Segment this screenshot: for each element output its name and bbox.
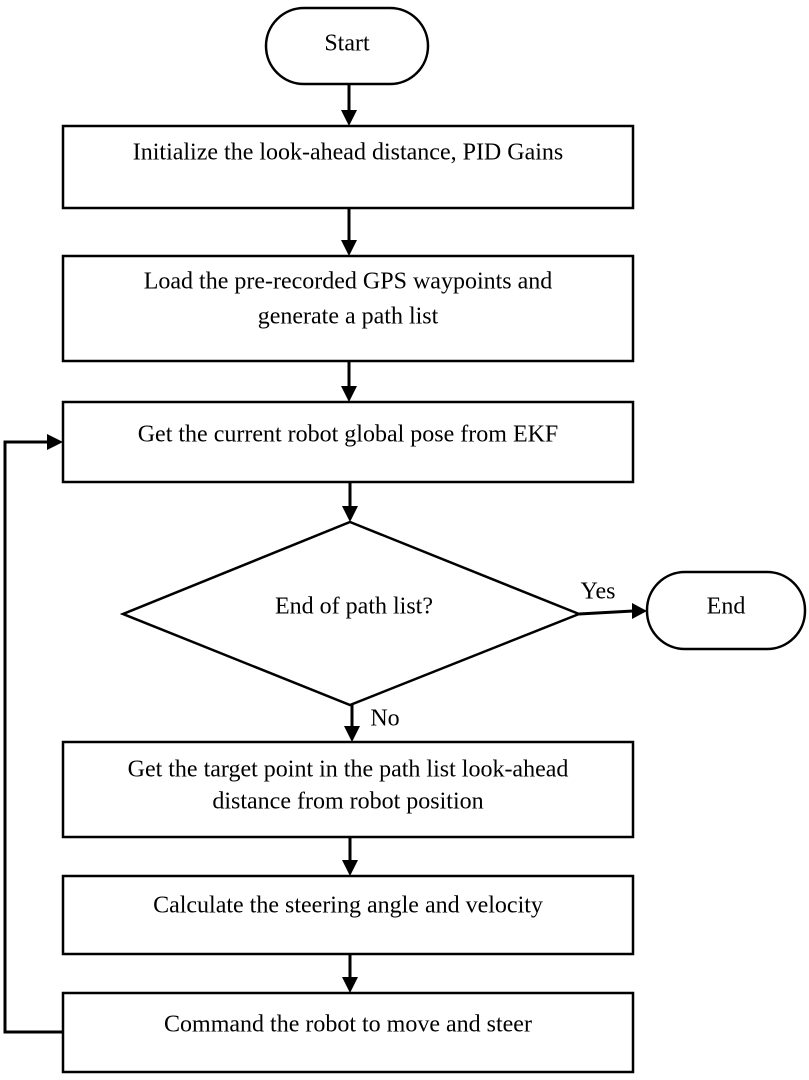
step-load-waypoints-line-2: generate a path list: [258, 304, 439, 330]
arrow-load-to-get-pose: [341, 361, 357, 402]
arrow-start-to-initialize: [341, 84, 357, 126]
step-load-waypoints-line-1: Load the pre-recorded GPS waypoints and: [144, 269, 553, 295]
arrow-initialize-to-load: [341, 208, 357, 256]
no-branch-label: No: [370, 706, 399, 732]
end-label: End: [707, 594, 746, 620]
arrow-decision-yes: [578, 603, 647, 619]
arrow-decision-no: [344, 705, 360, 742]
end-terminal: End: [645, 570, 807, 651]
step-load-waypoints: Load the pre-recorded GPS waypoints and …: [61, 254, 635, 363]
step-calculate-steering-line-1: Calculate the steering angle and velocit…: [153, 893, 543, 919]
step-get-pose-line-1: Get the current robot global pose from E…: [138, 422, 559, 448]
step-get-target-line-2: distance from robot position: [212, 789, 483, 815]
step-initialize: Initialize the look-ahead distance, PID …: [61, 124, 635, 210]
start-terminal: Start: [264, 6, 430, 86]
step-command-robot: Command the robot to move and steer: [61, 991, 635, 1074]
yes-branch-label: Yes: [581, 579, 616, 605]
step-get-pose: Get the current robot global pose from E…: [61, 400, 635, 484]
step-command-robot-line-1: Command the robot to move and steer: [164, 1012, 532, 1038]
decision-question: End of path list?: [275, 594, 433, 620]
decision-end-of-path: End of path list?: [119, 520, 583, 707]
arrow-calculate-to-command: [342, 954, 358, 993]
step-calculate-steering: Calculate the steering angle and velocit…: [61, 874, 635, 956]
step-initialize-line-1: Initialize the look-ahead distance, PID …: [133, 140, 564, 166]
arrow-get-target-to-calculate: [342, 837, 358, 876]
arrow-loop-back: [3, 434, 63, 1034]
start-label: Start: [324, 31, 370, 57]
step-get-target: Get the target point in the path list lo…: [61, 740, 635, 839]
arrow-get-pose-to-decision: [342, 482, 358, 522]
step-get-target-line-1: Get the target point in the path list lo…: [128, 757, 569, 783]
